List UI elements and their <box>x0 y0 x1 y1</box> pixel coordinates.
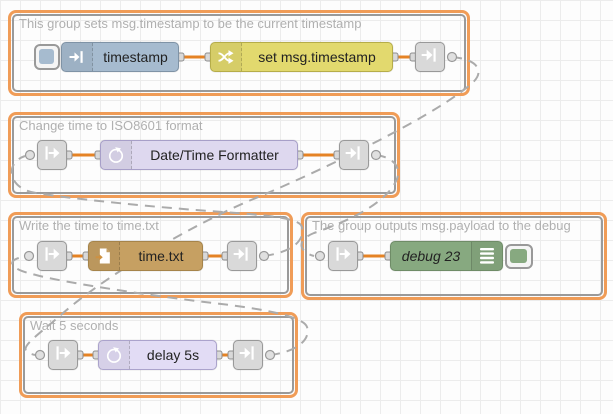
node-link-in-4[interactable] <box>328 241 358 271</box>
link-wire-format-to-debug[interactable] <box>300 154 400 257</box>
link-port-out1[interactable] <box>446 51 458 63</box>
node-delay-5s[interactable]: delay 5s <box>98 340 217 370</box>
node-link-in-3[interactable] <box>37 241 67 271</box>
link-port-in4[interactable] <box>314 250 326 262</box>
link-in-icon <box>333 244 353 269</box>
debug-toggle-fill <box>510 249 527 263</box>
link-out-icon <box>344 143 364 168</box>
link-in-icon <box>42 143 62 168</box>
node-label: time.txt <box>138 248 184 264</box>
node-label: timestamp <box>103 49 168 65</box>
group-border <box>23 316 294 394</box>
group-debug-output[interactable]: The group outputs msg.payload to the deb… <box>301 212 607 300</box>
node-inject-timestamp[interactable]: timestamp <box>61 42 179 72</box>
timer-icon <box>101 141 132 169</box>
link-out-icon <box>232 244 252 269</box>
group-label: The group outputs msg.payload to the deb… <box>312 218 571 233</box>
file-out-icon <box>89 242 120 270</box>
node-link-in-2[interactable] <box>37 140 67 170</box>
link-wire-timestamp-to-wait[interactable] <box>24 56 480 356</box>
link-in-icon <box>53 343 73 368</box>
link-wire-file-to-format[interactable] <box>10 155 304 257</box>
node-link-out-3[interactable] <box>227 241 257 271</box>
node-debug-23[interactable]: debug 23 <box>390 241 503 271</box>
node-link-out-5[interactable] <box>233 340 263 370</box>
group-border <box>12 14 466 92</box>
shuffle-icon <box>211 43 242 71</box>
node-label: delay 5s <box>146 347 200 363</box>
group-label: Write the time to time.txt <box>19 218 159 233</box>
link-wire-wait-to-file[interactable] <box>11 256 309 356</box>
link-port-out5[interactable] <box>264 349 276 361</box>
link-out-icon <box>420 45 440 70</box>
group-border <box>12 116 396 194</box>
node-link-in-5[interactable] <box>48 340 78 370</box>
link-out-icon <box>238 343 258 368</box>
node-change-set-timestamp[interactable]: set msg.timestamp <box>210 42 393 72</box>
link-port-in5[interactable] <box>34 349 46 361</box>
group-write-file[interactable]: Write the time to time.txt <box>8 212 293 298</box>
node-label: Date/Time Formatter <box>150 147 279 163</box>
link-port-out3[interactable] <box>258 250 270 262</box>
debug-toggle-button[interactable] <box>505 244 533 269</box>
timer-icon <box>99 341 130 369</box>
group-label: This group sets msg.timestamp to be the … <box>19 16 362 31</box>
group-label: Change time to ISO8601 format <box>19 118 203 133</box>
node-label: debug 23 <box>401 248 461 264</box>
debug-sidebar-icon <box>471 242 502 270</box>
inject-arrow-icon <box>62 43 93 71</box>
link-port-out2[interactable] <box>370 149 382 161</box>
link-in-icon <box>42 244 62 269</box>
link-port-in2[interactable] <box>24 149 36 161</box>
inject-button[interactable] <box>34 44 60 70</box>
node-link-out-1[interactable] <box>415 42 445 72</box>
link-port-in3[interactable] <box>23 250 35 262</box>
node-link-out-2[interactable] <box>339 140 369 170</box>
group-set-timestamp[interactable]: This group sets msg.timestamp to be the … <box>8 10 470 96</box>
group-iso8601[interactable]: Change time to ISO8601 format <box>8 112 400 198</box>
node-datetime-formatter[interactable]: Date/Time Formatter <box>100 140 298 170</box>
node-file-time-txt[interactable]: time.txt <box>88 241 203 271</box>
inject-button-fill <box>39 49 54 64</box>
group-border <box>305 216 603 296</box>
group-border <box>12 216 289 294</box>
node-label: set msg.timestamp <box>258 49 376 65</box>
